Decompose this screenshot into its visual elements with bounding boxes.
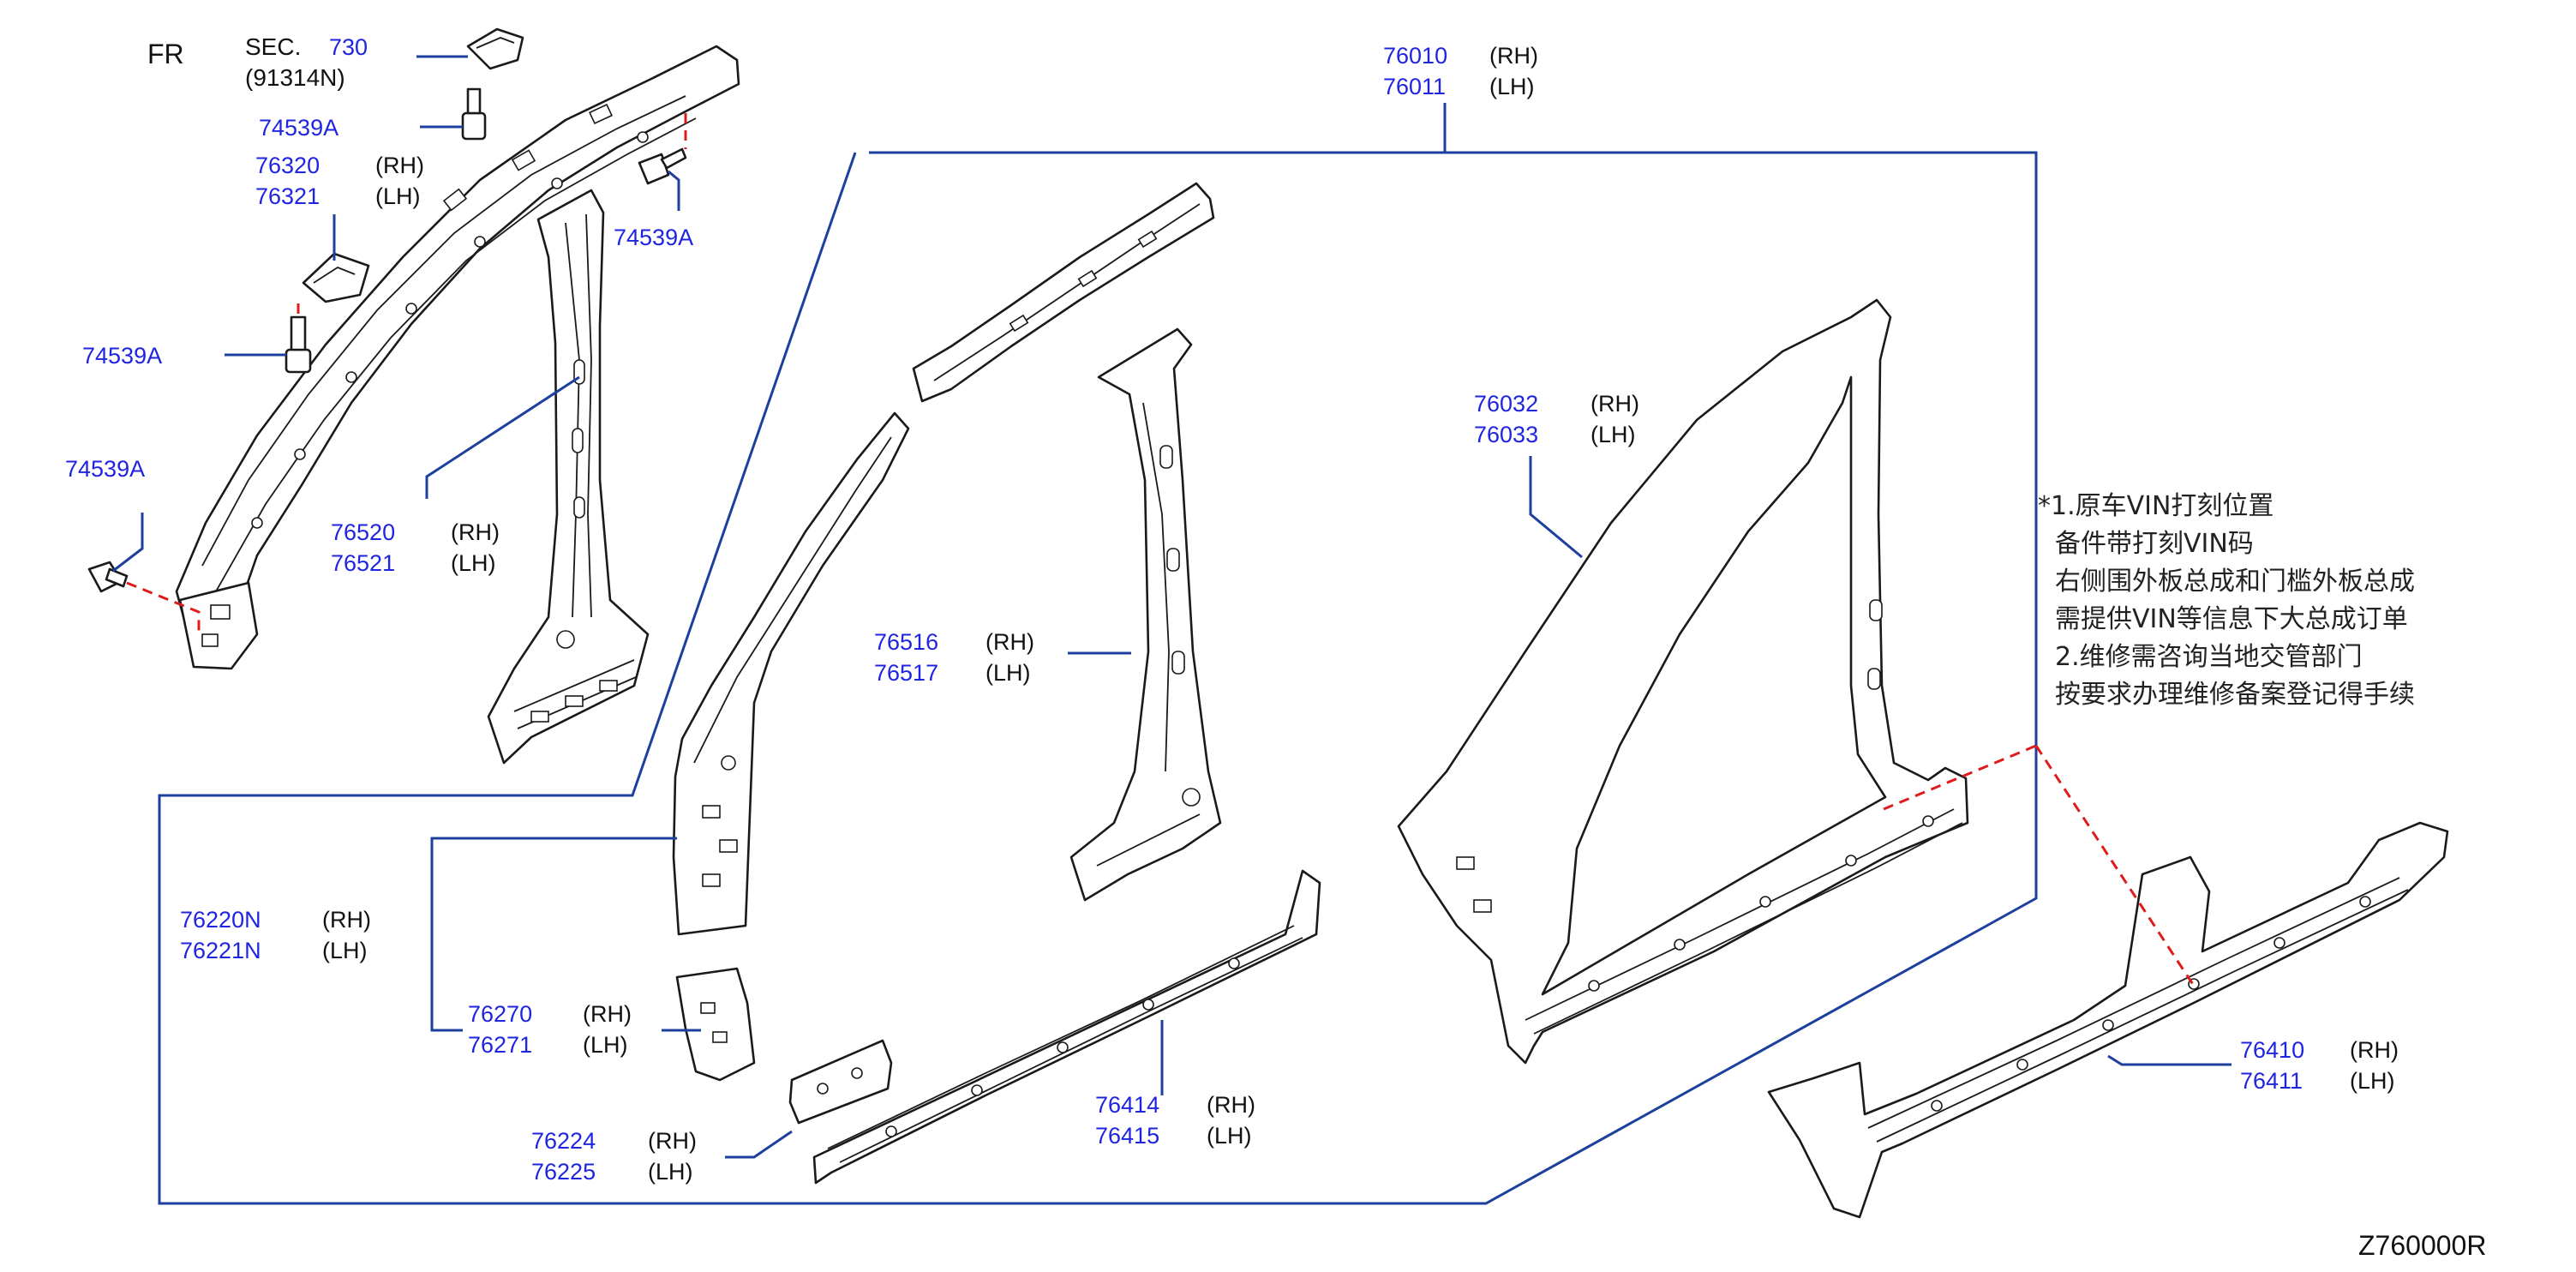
- vin-note-line-1: *1.原车VIN打刻位置: [2038, 491, 2273, 521]
- diagram-code: Z760000R: [2358, 1230, 2486, 1261]
- vin-note-line-4: 需提供VIN等信息下大总成订单: [2055, 604, 2408, 634]
- side-76032: (RH): [1591, 391, 1639, 417]
- side-76221n: (LH): [322, 938, 368, 963]
- part-number-76220n[interactable]: 76220N: [180, 907, 261, 933]
- fr-label: FR: [147, 39, 184, 69]
- cut-line-upper-3: [126, 581, 201, 633]
- front-pillar-hinge-drawing: [672, 411, 910, 936]
- center-pillar-reinforcement-drawing: [1069, 327, 1222, 902]
- side-76321: (LH): [375, 183, 421, 209]
- part-number-74539a-top[interactable]: 74539A: [259, 115, 338, 141]
- part-number-76521[interactable]: 76521: [331, 550, 395, 576]
- sec-label: SEC.: [245, 33, 301, 60]
- part-number-76320[interactable]: 76320: [255, 153, 320, 178]
- roof-side-rail-drawing: [912, 182, 1215, 403]
- part-number-76011[interactable]: 76011: [1383, 74, 1446, 99]
- part-number-76415[interactable]: 76415: [1095, 1123, 1159, 1149]
- sec-730-bracket-drawing: [466, 27, 524, 70]
- part-number-76520[interactable]: 76520: [331, 519, 395, 545]
- side-76320: (RH): [375, 153, 424, 178]
- vin-note: *1.原车VIN打刻位置 备件带打刻VIN码 右侧围外板总成和门槛外板总成 需提…: [2038, 491, 2415, 710]
- part-number-76321[interactable]: 76321: [255, 183, 320, 209]
- side-76414: (RH): [1207, 1092, 1255, 1118]
- vin-location-line: [1883, 744, 2196, 987]
- center-pillar-inner-drawing: [487, 189, 650, 765]
- assembly-bracket-frame: [158, 151, 2038, 1205]
- side-76517: (LH): [985, 660, 1031, 686]
- part-number-74539a-mid[interactable]: 74539A: [82, 343, 162, 369]
- vin-note-line-3: 右侧围外板总成和门槛外板总成: [2055, 567, 2415, 597]
- side-76271: (LH): [583, 1032, 628, 1058]
- part-number-76414[interactable]: 76414: [1095, 1092, 1159, 1118]
- part-number-76221n[interactable]: 76221N: [180, 938, 261, 963]
- side-76224: (RH): [648, 1128, 697, 1154]
- side-76520: (RH): [451, 519, 500, 545]
- rocker-outer-drawing: [1767, 821, 2449, 1219]
- sec-number[interactable]: 730: [329, 34, 368, 60]
- rocker-inner-drawing: [812, 869, 1321, 1185]
- side-76521: (LH): [451, 550, 496, 576]
- side-76011: (LH): [1489, 74, 1535, 99]
- body-side-outer-drawing: [1397, 298, 1969, 1065]
- bolt-74539a-mid-drawing: [285, 315, 312, 374]
- part-number-74539a-right[interactable]: 74539A: [614, 225, 693, 250]
- sec-sub-number: (91314N): [245, 64, 345, 91]
- part-number-76270[interactable]: 76270: [468, 1001, 532, 1027]
- part-number-76032[interactable]: 76032: [1474, 391, 1538, 417]
- side-76415: (LH): [1207, 1123, 1252, 1149]
- side-76225: (LH): [648, 1159, 693, 1185]
- part-number-76516[interactable]: 76516: [874, 629, 938, 655]
- side-76516: (RH): [985, 629, 1034, 655]
- leader-lines: [112, 55, 2232, 1159]
- bolt-74539a-top-drawing: [461, 87, 487, 141]
- front-pillar-upper-drawing: [175, 45, 740, 670]
- sill-reinforcement-small-drawing: [788, 1039, 893, 1125]
- part-number-76271[interactable]: 76271: [468, 1032, 532, 1058]
- side-76411: (LH): [2350, 1068, 2395, 1094]
- vin-note-line-6: 按要求办理维修备案登记得手续: [2055, 680, 2415, 710]
- side-76410: (RH): [2350, 1037, 2399, 1063]
- part-number-76010[interactable]: 76010: [1383, 43, 1447, 69]
- part-number-76411[interactable]: 76411: [2240, 1068, 2303, 1094]
- vin-note-line-5: 2.维修需咨询当地交管部门: [2055, 642, 2363, 672]
- bolt-74539a-right-drawing: [638, 147, 687, 185]
- part-number-76225[interactable]: 76225: [531, 1159, 596, 1185]
- part-number-74539a-low[interactable]: 74539A: [65, 456, 145, 482]
- part-number-76410[interactable]: 76410: [2240, 1037, 2304, 1063]
- part-number-76224[interactable]: 76224: [531, 1128, 596, 1154]
- side-76010: (RH): [1489, 43, 1538, 69]
- side-76033: (LH): [1591, 422, 1636, 447]
- vin-note-line-2: 备件带打刻VIN码: [2055, 529, 2254, 559]
- side-76270: (RH): [583, 1001, 632, 1027]
- side-76220n: (RH): [322, 907, 371, 933]
- part-number-76033[interactable]: 76033: [1474, 422, 1538, 447]
- hinge-reinforcement-drawing: [675, 967, 756, 1082]
- bolt-74539a-low-drawing: [87, 561, 129, 593]
- part-number-76517[interactable]: 76517: [874, 660, 938, 686]
